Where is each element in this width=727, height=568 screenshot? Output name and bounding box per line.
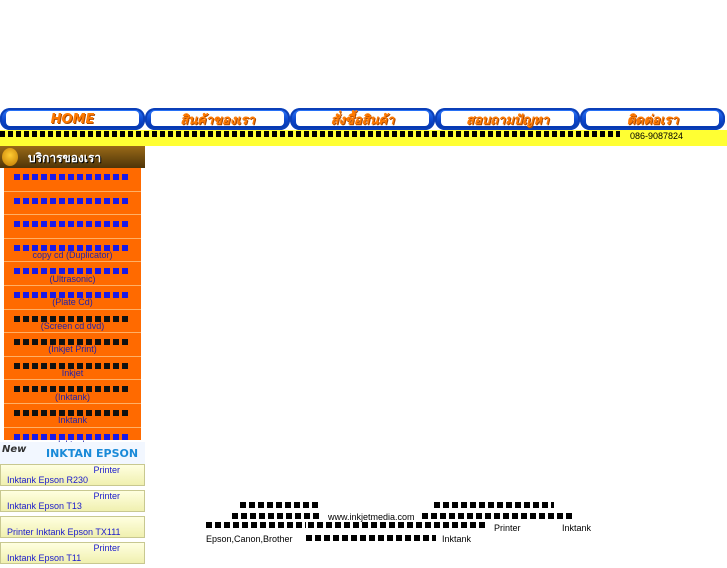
service-label: Inkjet [61,368,84,379]
footer-brands: Epson,Canon,Brother [206,534,293,544]
service-label: Inktank [57,415,88,426]
service-label: (Inkjet Print) [48,344,97,355]
item-line2: Inktank Epson T13 [7,501,82,511]
new-badge: New [2,444,27,455]
service-item[interactable]: (Ultrasonic) [4,262,141,286]
footer-inktank: Inktank [562,523,592,533]
item-line2: Inktank Epson R230 [7,475,89,485]
main-nav: HOME สินค้าของเรา สั่งซื้อสินค้า สอบถามป… [0,108,727,132]
services-header: บริการของเรา [0,146,145,168]
service-item[interactable]: copy cd (Duplicator) [4,239,141,263]
footer-garbled [422,513,572,519]
list-item[interactable]: Printer Inktank Epson TX111 [0,516,145,538]
nav-label: ติดต่อเรา [626,112,679,128]
service-item[interactable]: Inkjet [4,357,141,381]
nav-label: สอบถามปัญหา [466,112,549,128]
service-item[interactable]: (Inktank) [4,380,141,404]
nav-home[interactable]: HOME [0,108,145,130]
service-item[interactable] [4,192,141,216]
footer-printer: Printer [494,523,521,533]
nav-label: สินค้าของเรา [180,112,255,128]
item-line1: Printer [93,465,120,475]
nav-contact[interactable]: ติดต่อเรา [580,108,725,130]
footer-website[interactable]: www.inkjetmedia.com [328,512,415,522]
list-item[interactable]: Printer Inktank Epson T11 [0,542,145,564]
service-item[interactable] [4,215,141,239]
list-item[interactable]: Printer Inktank Epson R230 [0,464,145,486]
service-label: copy cd (Duplicator) [32,250,113,261]
item-line2: Inktank Epson T11 [7,553,82,563]
nav-faq[interactable]: สอบถามปัญหา [435,108,580,130]
footer-garbled [206,522,306,528]
nav-label: สั่งซื้อสินค้า [330,112,395,128]
footer-inktank-2: Inktank [442,534,472,544]
new-products-list: Printer Inktank Epson R230 Printer Inkta… [0,464,145,568]
nav-label: HOME [50,111,95,127]
services-menu: copy cd (Duplicator) (Ultrasonic) (Plate… [4,168,141,452]
footer-garbled [434,502,554,508]
service-item[interactable]: Inktank [4,404,141,428]
service-item[interactable]: (Plate Cd) [4,286,141,310]
service-item[interactable]: (Screen cd dvd) [4,310,141,334]
item-line1: Printer [93,491,120,501]
services-title: บริการของเรา [28,151,102,165]
footer: www.inkjetmedia.com Printer Inktank Epso… [204,500,604,545]
footer-garbled [240,502,320,508]
footer-garbled [232,513,322,519]
service-item[interactable] [4,168,141,192]
item-line2: Printer Inktank Epson TX111 [7,527,121,537]
service-label: (Plate Cd) [52,297,93,308]
phone-number: 086-9087824 [629,131,683,141]
marquee-bar: 086-9087824 [0,130,727,146]
service-item[interactable]: (Inkjet Print) [4,333,141,357]
list-item[interactable]: Printer Inktank Epson T13 [0,490,145,512]
nav-products[interactable]: สินค้าของเรา [145,108,290,130]
footer-garbled [308,522,488,528]
marquee-text-garbled [0,131,620,137]
new-products-header: New INKTAN EPSON [0,442,145,464]
nav-order[interactable]: สั่งซื้อสินค้า [290,108,435,130]
service-label: (Screen cd dvd) [40,320,105,331]
service-label: (Ultrasonic) [49,273,96,284]
service-label: (Inktank) [54,391,90,402]
new-products-title: INKTAN EPSON [46,447,139,460]
services-icon [2,148,18,166]
footer-garbled [306,535,436,541]
